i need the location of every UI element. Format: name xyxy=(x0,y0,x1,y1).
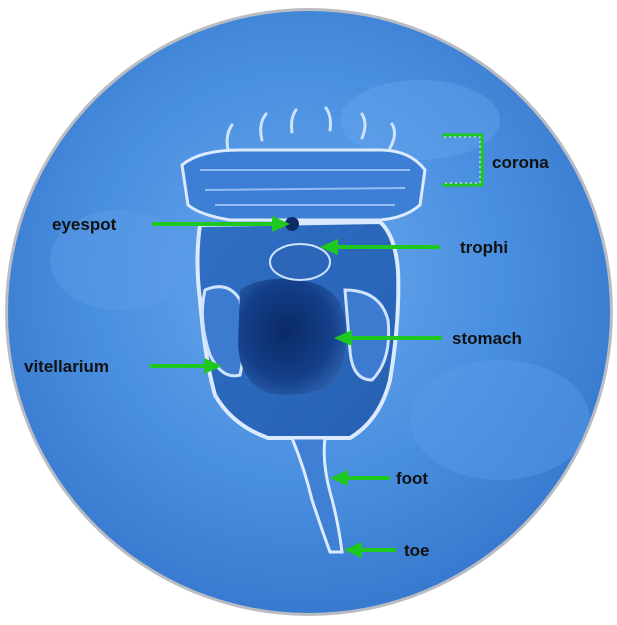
label-trophi: trophi xyxy=(460,238,508,257)
label-eyespot: eyespot xyxy=(52,215,117,234)
label-corona: corona xyxy=(492,153,549,172)
stomach-region xyxy=(238,279,346,395)
label-foot: foot xyxy=(396,469,428,488)
trophi-region xyxy=(270,244,330,280)
label-vitellarium: vitellarium xyxy=(24,357,109,376)
label-toe: toe xyxy=(404,541,430,560)
label-stomach: stomach xyxy=(452,329,522,348)
corona-head xyxy=(182,150,425,220)
